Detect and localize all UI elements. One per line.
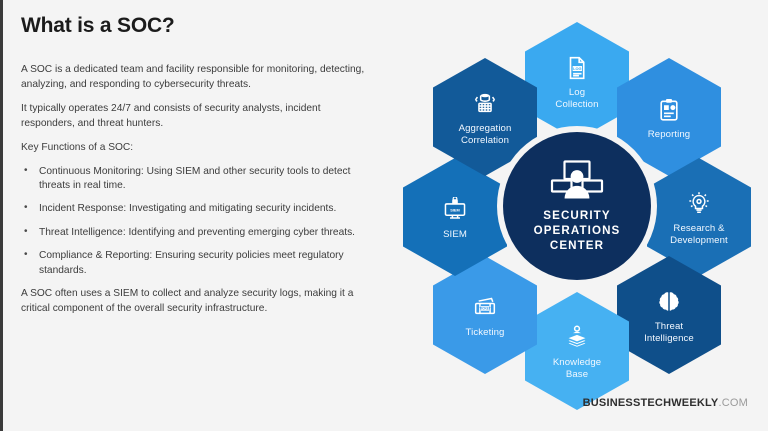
list-item: Incident Response: Investigating and mit… (21, 201, 373, 216)
monitor-lock-siem-icon: SIEM (442, 197, 468, 223)
hex-label: Threat Intelligence (644, 321, 694, 344)
ticket-icon: TICKET (472, 295, 498, 321)
hex-label: Research & Development (670, 223, 728, 246)
closing-paragraph: A SOC often uses a SIEM to collect and a… (21, 288, 354, 314)
hex-node-knowledge-base[interactable]: Knowledge Base (525, 292, 629, 410)
key-functions-heading: Key Functions of a SOC: (21, 142, 134, 154)
hex-label: Reporting (647, 129, 691, 141)
soc-hexagon-diagram: LOG Log Collection (385, 8, 765, 410)
svg-text:TICKET: TICKET (479, 307, 490, 311)
intro-paragraph-1: A SOC is a dedicated team and facility r… (21, 64, 365, 90)
hex-node-ticketing[interactable]: TICKET Ticketing (433, 256, 537, 374)
brand-name: BUSINESSTECHWEEKLY (582, 397, 719, 409)
center-node-security-operations-center[interactable]: SECURITY OPERATIONS CENTER (503, 132, 651, 280)
svg-text:LOG: LOG (573, 66, 581, 71)
hex-node-log-collection[interactable]: LOG Log Collection (525, 22, 629, 140)
hex-label: Ticketing (465, 327, 505, 339)
key-functions-list: Continuous Monitoring: Using SIEM and ot… (21, 164, 373, 279)
article-column: What is a SOC? A SOC is a dedicated team… (21, 14, 373, 326)
list-item: Threat Intelligence: Identifying and pre… (21, 225, 373, 240)
page-title: What is a SOC? (21, 14, 175, 37)
svg-text:SIEM: SIEM (450, 208, 460, 213)
lightbulb-gear-icon (686, 191, 712, 217)
hex-label: Knowledge Base (552, 357, 602, 380)
hex-label: Aggregation Correlation (458, 123, 512, 146)
list-item: Continuous Monitoring: Using SIEM and ot… (21, 164, 373, 194)
data-aggregation-icon (472, 91, 498, 117)
hex-label: Log Collection (555, 87, 599, 110)
stacked-books-icon (564, 325, 590, 351)
list-item: Compliance & Reporting: Ensuring securit… (21, 248, 373, 278)
brand-tld: .COM (718, 397, 748, 409)
hex-label: SIEM (443, 229, 467, 241)
hex-node-siem[interactable]: SIEM SIEM (403, 158, 507, 276)
site-branding: BUSINESSTECHWEEKLY.COM (583, 397, 748, 409)
intro-paragraph-2: It typically operates 24/7 and consists … (21, 103, 321, 129)
hex-node-research-development[interactable]: Research & Development (647, 158, 751, 276)
clipboard-report-icon (656, 97, 682, 123)
analyst-at-monitors-icon (549, 159, 605, 201)
brain-circuit-icon (656, 289, 682, 315)
log-document-icon: LOG (564, 55, 590, 81)
center-node-label: SECURITY OPERATIONS CENTER (533, 208, 621, 253)
hex-node-threat-intelligence[interactable]: Threat Intelligence (617, 256, 721, 374)
